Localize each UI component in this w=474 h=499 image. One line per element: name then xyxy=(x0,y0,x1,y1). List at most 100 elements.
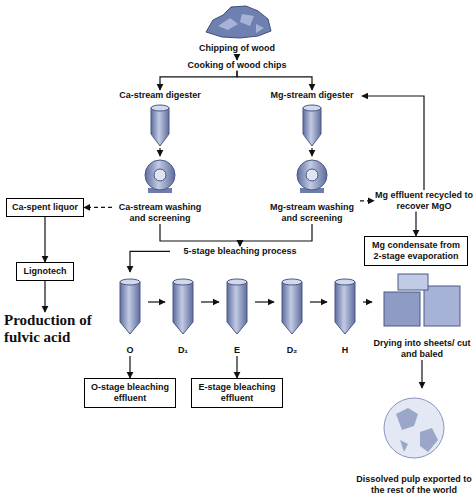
recycle-note: Mg effluent recycled to recover MgO xyxy=(374,190,474,212)
node-label: E-stage bleaching effluent xyxy=(195,382,279,404)
drum-body xyxy=(145,160,175,190)
node-label: H xyxy=(327,345,363,356)
output-box: Ca-spent liquor xyxy=(6,198,84,217)
bleaching-stage: D₂ xyxy=(274,272,310,356)
node-label: Mg effluent recycled to recover MgO xyxy=(374,190,474,212)
flow-arrow xyxy=(236,356,237,378)
node-label: Ca-stream washing and screening xyxy=(112,202,208,224)
flow-arrow xyxy=(415,212,416,236)
digester-step: Ca-stream digester xyxy=(110,90,210,148)
node-label: D₂ xyxy=(274,345,310,356)
flow-arrow xyxy=(311,148,312,156)
wood-chips-pile xyxy=(206,6,271,38)
flow-arrow xyxy=(363,301,372,302)
output-box: Lignotech xyxy=(16,262,74,281)
bale xyxy=(384,292,420,326)
flow-arrow xyxy=(236,54,237,60)
product-label: Production of fulvic acid xyxy=(4,312,124,347)
tank-top xyxy=(151,105,169,111)
node-label: E xyxy=(219,345,255,356)
digester-tank xyxy=(151,105,169,146)
drum-body xyxy=(297,160,327,190)
flow-arrow xyxy=(160,224,240,246)
washing-step: Mg-stream washing and screening xyxy=(264,156,360,224)
flow-arrow xyxy=(360,200,374,201)
flow-arrow xyxy=(237,71,312,90)
process-step: Drying into sheets/ cut and baled xyxy=(372,268,472,360)
bleaching-tank xyxy=(227,279,247,334)
bleaching-stage: H xyxy=(327,272,363,356)
tank-top xyxy=(282,279,302,285)
tank-top xyxy=(303,105,321,111)
node-label: Production of fulvic acid xyxy=(4,312,124,347)
node-label: 5-stage bleaching process xyxy=(170,246,310,257)
tank-body xyxy=(335,282,355,334)
bale xyxy=(424,286,460,326)
washing-drum xyxy=(297,160,327,193)
bale xyxy=(398,274,428,290)
node-label: Ca-spent liquor xyxy=(10,202,80,213)
tank-top xyxy=(227,279,247,285)
drum-hub xyxy=(306,169,318,181)
tank-body xyxy=(227,282,247,334)
node-label: O xyxy=(112,345,148,356)
node-label: Drying into sheets/ cut and baled xyxy=(372,338,472,360)
flow-arrow xyxy=(160,71,237,90)
node-label: O-stage bleaching effluent xyxy=(88,382,172,404)
output-box: E-stage bleaching effluent xyxy=(191,378,283,408)
washing-step: Ca-stream washing and screening xyxy=(112,156,208,224)
flow-arrow xyxy=(201,301,219,302)
flow-arrow xyxy=(84,207,112,208)
output-box: Mg condensate from 2-stage evaporation xyxy=(364,236,468,266)
tank-top xyxy=(120,279,140,285)
bleaching-tank xyxy=(120,279,140,334)
flow-arrow xyxy=(129,356,130,378)
process-step: Chipping of wood xyxy=(180,2,294,54)
tank-body xyxy=(120,282,140,334)
output-box: O-stage bleaching effluent xyxy=(84,378,176,408)
tank-body xyxy=(303,108,321,146)
flow-arrow xyxy=(159,148,160,156)
node-label: Lignotech xyxy=(20,266,70,277)
flow-arrow xyxy=(240,224,312,246)
node-label: Mg-stream washing and screening xyxy=(264,202,360,224)
node-label: Ca-stream digester xyxy=(110,90,210,101)
washing-drum xyxy=(145,160,175,193)
digester-tank xyxy=(303,105,321,146)
bleaching-stage: D₁ xyxy=(165,272,201,356)
flow-arrow xyxy=(44,217,45,262)
process-step: 5-stage bleaching process xyxy=(170,246,310,257)
bleaching-tank xyxy=(335,279,355,334)
flow-arrow xyxy=(44,281,45,312)
flow-arrow xyxy=(310,301,327,302)
bleaching-stage: O xyxy=(112,272,148,356)
globe-sphere xyxy=(384,398,444,458)
globe xyxy=(384,398,444,458)
tank-body xyxy=(173,282,193,334)
wood-chips xyxy=(206,6,271,38)
node-label: D₁ xyxy=(165,345,201,356)
drum-hub xyxy=(154,169,166,181)
flow-arrow xyxy=(148,301,165,302)
bleaching-stage: E xyxy=(219,272,255,356)
node-label: Chipping of wood xyxy=(180,43,294,54)
tank-top xyxy=(335,279,355,285)
tank-top xyxy=(173,279,193,285)
pulp-bales xyxy=(384,274,460,326)
flow-arrow xyxy=(255,301,274,302)
flow-arrow xyxy=(130,251,170,272)
bleaching-tank xyxy=(282,279,302,334)
tank-body xyxy=(282,282,302,334)
globe-land xyxy=(396,408,438,452)
bleaching-tank xyxy=(173,279,193,334)
flow-arrow xyxy=(362,96,424,190)
digester-step: Mg-stream digester xyxy=(262,90,362,148)
node-label: Cooking of wood chips xyxy=(172,60,302,71)
node-label: Dissolved pulp exported to the rest of t… xyxy=(355,474,473,496)
tank-body xyxy=(151,108,169,146)
wood-chip xyxy=(218,14,264,33)
node-label: Mg condensate from 2-stage evaporation xyxy=(368,240,464,262)
node-label: Mg-stream digester xyxy=(262,90,362,101)
flow-arrow xyxy=(421,360,422,388)
